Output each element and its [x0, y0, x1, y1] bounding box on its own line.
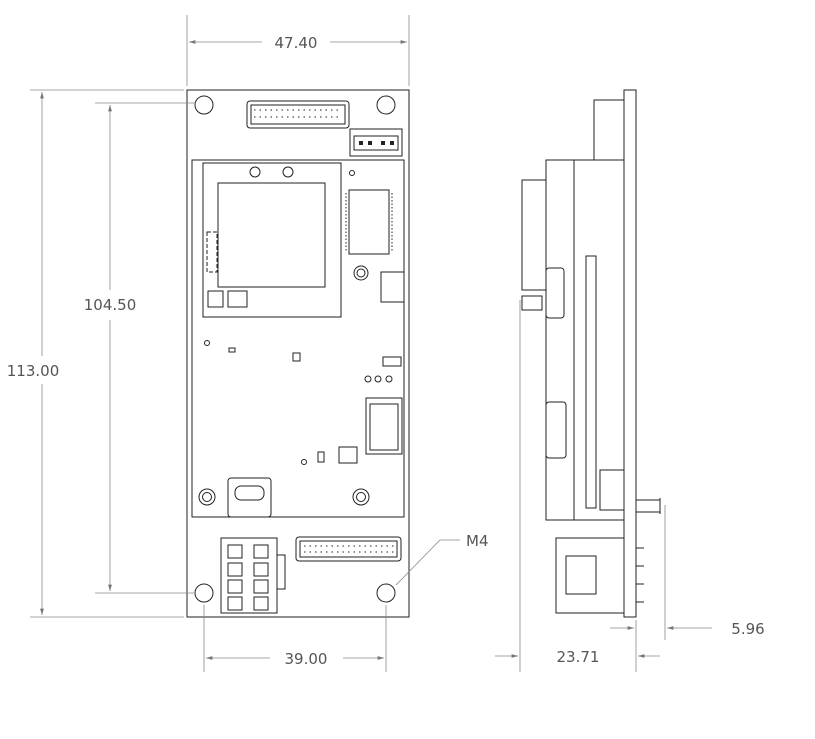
- wireless-module: [202, 162, 342, 318]
- small-connector: [338, 446, 358, 464]
- usb-c-port: [227, 477, 272, 518]
- mounting-hole: [376, 95, 396, 115]
- dimension-label: 5.96: [731, 620, 764, 638]
- dimension-label: 47.40: [275, 34, 318, 52]
- dimension-label: 39.00: [285, 650, 328, 668]
- power-connector-top: [349, 128, 403, 157]
- dimension-hole-spacing-horizontal: 39.00: [203, 605, 387, 672]
- mounting-hole: [376, 583, 396, 603]
- dimension-side-height: 23.71: [495, 300, 660, 672]
- side-view: [521, 89, 661, 618]
- mounting-hole: [352, 488, 370, 506]
- bottom-header-connector: [295, 536, 402, 562]
- misc-components: [204, 340, 402, 465]
- dimension-label: 23.71: [557, 648, 600, 666]
- dimension-label: 104.50: [84, 296, 137, 314]
- mounting-hole: [198, 488, 216, 506]
- dimension-pin-protrusion: 5.96: [610, 505, 765, 640]
- sd-card-slot: [365, 397, 403, 455]
- main-board-outline: [186, 89, 410, 618]
- mounting-hole: [194, 95, 214, 115]
- daughter-board-outline: [191, 159, 405, 518]
- daughter-board-side: [545, 159, 575, 521]
- mounting-hole: [194, 583, 214, 603]
- callout-label: M4: [466, 532, 489, 550]
- dimension-board-height: 113.00: [7, 89, 184, 618]
- ic-chip: [345, 170, 393, 281]
- molex-power-connector: [220, 537, 286, 614]
- micro-usb-port: [380, 271, 405, 303]
- front-view: [186, 89, 410, 618]
- callout-hole-size: M4: [395, 532, 489, 586]
- dimension-label: 113.00: [7, 362, 60, 380]
- side-molex-connector: [555, 537, 625, 614]
- dimension-hole-spacing-vertical: 104.50: [84, 102, 196, 594]
- main-board-side: [623, 89, 637, 618]
- top-header-connector: [246, 100, 350, 129]
- dimension-board-width: 47.40: [186, 15, 410, 86]
